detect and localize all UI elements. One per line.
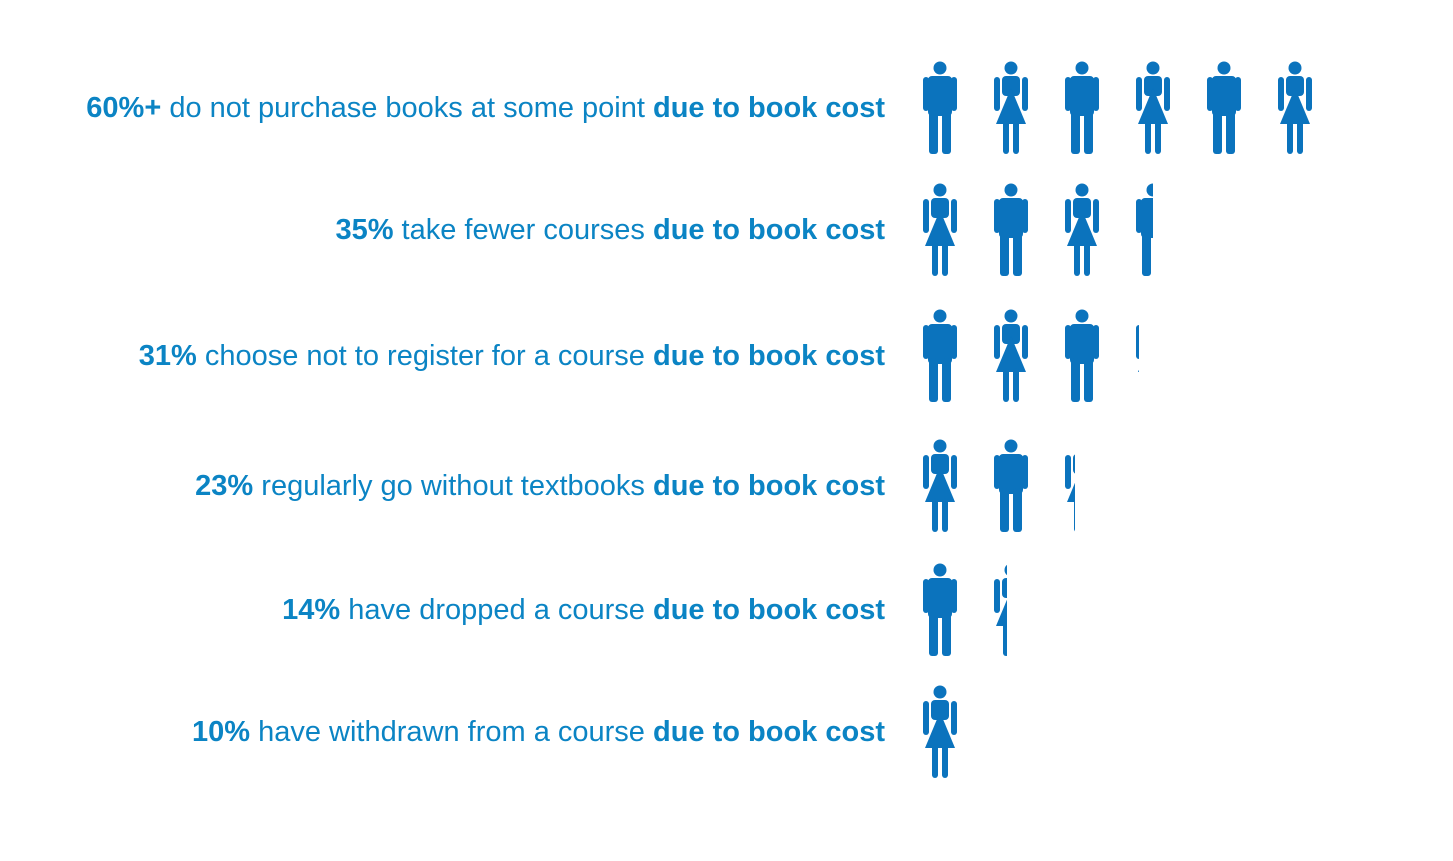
male-person-icon: [923, 563, 957, 656]
female-person-icon: [994, 309, 1028, 402]
female-person-icon: [923, 183, 957, 276]
female-person-icon: [994, 61, 1028, 154]
row-label: 35% take fewer courses due to book cost: [335, 212, 885, 248]
statement-text: take fewer courses: [401, 214, 645, 246]
icon-row: [922, 562, 1442, 662]
male-person-icon: [923, 61, 957, 154]
icon-row: [922, 438, 1442, 538]
icon-row: [922, 308, 1442, 408]
row-label: 60%+ do not purchase books at some point…: [86, 90, 885, 126]
male-person-icon: [1136, 183, 1153, 276]
row-label: 14% have dropped a course due to book co…: [282, 592, 885, 628]
row-label: 23% regularly go without textbooks due t…: [195, 468, 885, 504]
female-person-icon: [1136, 61, 1170, 154]
female-person-icon: [923, 439, 957, 532]
percent-label: 35%: [335, 214, 394, 246]
cause-text: due to book cost: [653, 214, 885, 246]
cause-text: due to book cost: [653, 594, 885, 626]
male-person-icon: [923, 309, 957, 402]
male-person-icon: [1065, 61, 1099, 154]
row-label: 31% choose not to register for a course …: [139, 338, 885, 374]
cause-text: due to book cost: [653, 470, 885, 502]
statement-text: do not purchase books at some point: [169, 92, 645, 124]
percent-label: 14%: [282, 594, 341, 626]
statement-text: choose not to register for a course: [204, 340, 645, 372]
male-person-icon: [994, 439, 1028, 532]
percent-label: 23%: [195, 470, 254, 502]
cause-text: due to book cost: [653, 716, 885, 748]
pictogram-row: 23% regularly go without textbooks due t…: [0, 438, 1453, 538]
pictogram-row: 14% have dropped a course due to book co…: [0, 562, 1453, 662]
female-person-icon: [1065, 183, 1099, 276]
cause-text: due to book cost: [653, 340, 885, 372]
pictogram-row: 31% choose not to register for a course …: [0, 308, 1453, 408]
male-person-icon: [1207, 61, 1241, 154]
statement-text: have withdrawn from a course: [258, 716, 645, 748]
percent-label: 60%+: [86, 92, 162, 124]
percent-label: 10%: [191, 716, 251, 748]
female-person-icon: [1136, 325, 1139, 372]
icon-row: [922, 60, 1442, 160]
female-person-icon: [994, 564, 1007, 656]
row-label: 10% have withdrawn from a course due to …: [192, 714, 885, 750]
cause-text: due to book cost: [653, 92, 885, 124]
female-person-icon: [923, 685, 957, 778]
pictogram-row: 60%+ do not purchase books at some point…: [0, 60, 1453, 160]
statement-text: have dropped a course: [348, 594, 645, 626]
female-person-icon: [1065, 454, 1075, 532]
male-person-icon: [994, 183, 1028, 276]
pictogram-row: 35% take fewer courses due to book cost: [0, 182, 1453, 282]
percent-label: 31%: [138, 340, 197, 372]
pictogram-row: 10% have withdrawn from a course due to …: [0, 684, 1453, 784]
icon-row: [922, 684, 1442, 784]
male-person-icon: [1065, 309, 1099, 402]
icon-row: [922, 182, 1442, 282]
female-person-icon: [1278, 61, 1312, 154]
statement-text: regularly go without textbooks: [261, 470, 645, 502]
